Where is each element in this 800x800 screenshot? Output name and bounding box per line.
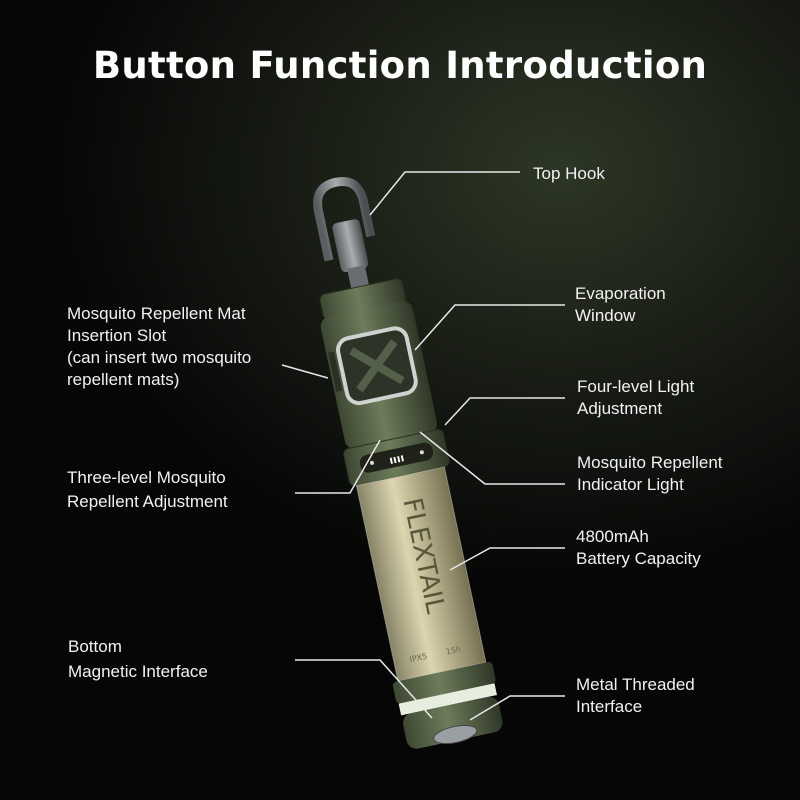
label-line: Evaporation [575,284,666,303]
leader-line-metal-threaded [469,695,565,721]
label-line: Three-level Mosquito [67,468,226,487]
top-hook [313,177,376,262]
leader-line-battery [449,547,565,571]
label-line: Mosquito Repellent Mat [67,304,246,323]
label-line: Metal Threaded [576,675,695,694]
label-line: (can insert two mosquito [67,348,252,367]
lantern-device: ıııı FLEXTAIL IPX5 15h [313,177,503,749]
repellent-button[interactable] [369,460,375,466]
label-line: Battery Capacity [576,549,701,568]
leader-line-mat-slot [281,364,329,379]
leader-line-repellent-adjustment [295,439,381,494]
label-line: 4800mAh [576,527,649,546]
label-line: Adjustment [577,399,663,418]
label-line: Insertion Slot [67,326,167,345]
indicator-light: ıııı [388,451,405,467]
label-line: Top Hook [533,164,605,183]
page-title: Button Function Introduction [92,44,708,87]
runtime-text: 15h [445,645,462,657]
label-line: Four-level Light [577,377,695,396]
leader-line-indicator-light [419,431,565,485]
leader-line-top-hook [369,171,520,216]
battery-tube [356,466,486,682]
label-line: Mosquito Repellent [577,453,723,472]
light-button[interactable] [419,450,425,455]
leader-lines [281,171,565,721]
label-line: repellent mats) [67,370,180,389]
leader-line-bottom-magnetic [295,659,433,719]
hook-swivel [347,265,370,291]
leader-line-light-adjustment [444,397,565,426]
label-line: Magnetic Interface [68,662,208,681]
label-line: Indicator Light [577,475,684,494]
label-line: Bottom [68,637,122,656]
bottom-collar [392,662,496,704]
label-line: Repellent Adjustment [67,492,228,511]
ipx-rating: IPX5 [409,652,428,664]
leader-line-evaporation-window [414,304,565,351]
window-grille [349,339,405,393]
label-line: Interface [576,697,643,716]
label-top-hook: Top Hook [533,163,605,185]
hook-clasp [332,219,369,273]
label-line: Window [575,306,636,325]
metal-threaded-interface [433,724,478,745]
bottom-magnetic-interface [402,696,503,749]
mat-insertion-slot[interactable] [328,351,343,392]
control-panel [359,442,434,473]
